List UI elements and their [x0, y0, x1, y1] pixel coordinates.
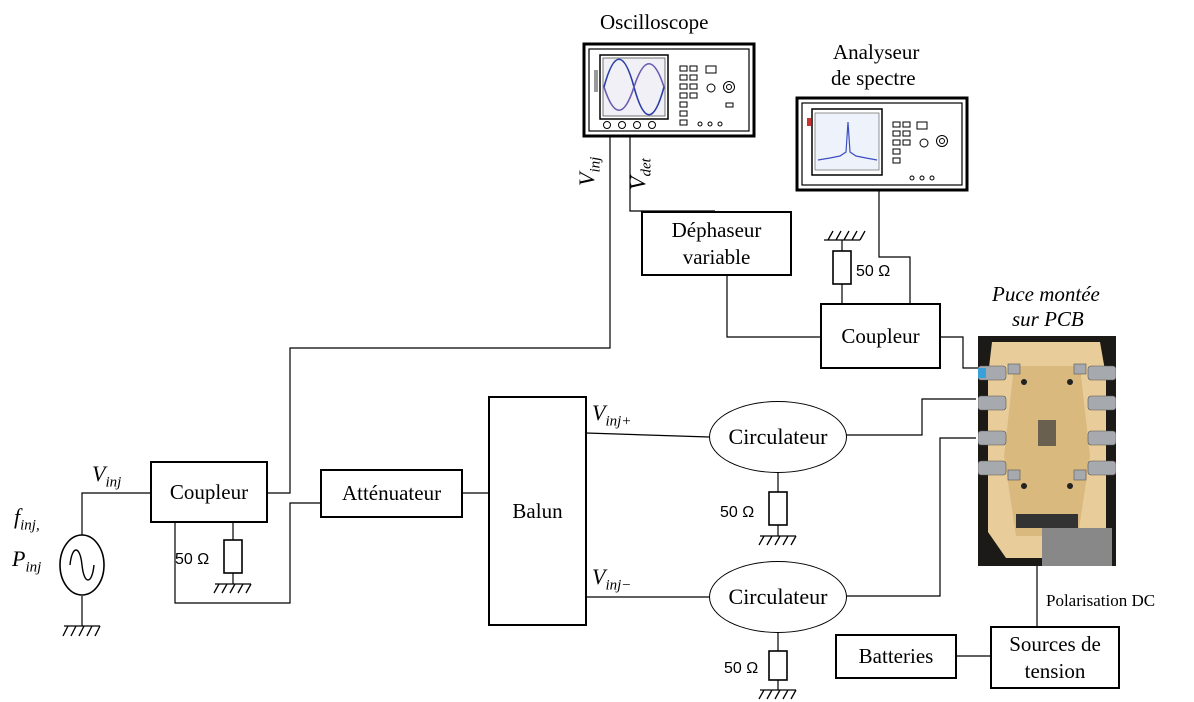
wire-circ-bottom-to-chip — [846, 437, 976, 597]
signal-v-inj-plus-sub: inj+ — [605, 413, 632, 430]
circulator-top-label: Circulateur — [728, 424, 828, 449]
signal-f-inj: finj, — [14, 504, 40, 534]
ground-symbol-r2 — [758, 535, 797, 546]
resistor-r1-label: 50 Ω — [175, 551, 210, 568]
wire-source-to-coupler — [81, 492, 150, 535]
resistor-r2 — [768, 491, 788, 526]
phase-shifter-label-line2: variable — [682, 244, 751, 269]
wire-coupler-to-attenuator — [174, 502, 320, 604]
spectrum-analyzer-instrument — [795, 96, 969, 192]
signal-p-inj-sub: inj — [25, 559, 42, 576]
coupler-left-label: Coupleur — [169, 479, 249, 504]
signal-v-det-osc-sub: det — [638, 158, 655, 177]
batteries-label: Batteries — [858, 644, 934, 669]
signal-v-inj-source: Vinj — [92, 461, 121, 491]
balun-block: Balun — [488, 396, 587, 626]
signal-v-inj-osc-sub: inj — [587, 156, 604, 173]
resistor-r2-label: 50 Ω — [720, 504, 755, 521]
voltage-sources-label-line1: Sources de — [1009, 632, 1101, 657]
signal-v-inj-source-sub: inj — [105, 474, 122, 491]
analyzer-label-line1: Analyseur — [833, 40, 920, 64]
signal-f-inj-sub: inj, — [20, 517, 40, 534]
circulator-bottom-label: Circulateur — [728, 584, 828, 609]
circulator-bottom: Circulateur — [709, 561, 847, 633]
signal-v-inj-minus-base: V — [592, 564, 606, 589]
resistor-r1 — [223, 539, 243, 574]
oscilloscope-label: Oscilloscope — [600, 10, 709, 34]
chip-label-line2: sur PCB — [1012, 307, 1084, 331]
signal-v-inj-minus-sub: inj− — [605, 577, 632, 594]
signal-p-inj: Pinj — [12, 546, 41, 576]
ac-source-symbol — [59, 534, 105, 596]
coupler-top-block: Coupleur — [820, 303, 941, 369]
wire-coupler-to-analyser — [878, 190, 911, 303]
signal-v-inj-osc: Vinj — [574, 157, 604, 186]
resistor-r3-label: 50 Ω — [724, 660, 759, 677]
phase-shifter-block: Déphaseur variable — [641, 211, 792, 276]
signal-v-inj-plus-base: V — [592, 400, 606, 425]
ground-symbol-source — [62, 625, 101, 637]
wire-coupler-to-oscilloscope — [267, 136, 611, 494]
ground-symbol-r1 — [213, 583, 252, 594]
phase-shifter-label-line1: Déphaseur — [671, 218, 762, 243]
balun-label: Balun — [512, 498, 563, 523]
signal-p-inj-base: P — [12, 546, 26, 571]
signal-v-inj-source-base: V — [92, 461, 106, 486]
batteries-block: Batteries — [835, 634, 957, 679]
resistor-r3 — [768, 650, 788, 681]
ground-symbol-r3 — [758, 689, 797, 700]
bias-label: Polarisation DC — [1046, 591, 1156, 610]
signal-v-inj-minus: Vinj− — [592, 564, 631, 594]
wire-phase-shifter-to-coupler — [726, 276, 820, 338]
signal-v-inj-plus: Vinj+ — [592, 400, 631, 430]
ground-symbol-r4 — [824, 230, 866, 241]
coupler-top-label: Coupleur — [841, 323, 920, 348]
voltage-sources-label-line2: tension — [1024, 658, 1086, 683]
attenuator-label: Atténuateur — [341, 481, 442, 506]
wire-coupler-to-chip — [940, 336, 982, 369]
signal-v-det-osc: Vdet — [625, 158, 655, 190]
analyzer-label-line2: de spectre — [831, 66, 916, 90]
oscilloscope-instrument — [582, 42, 756, 138]
signal-v-det-osc-base: V — [625, 176, 650, 190]
chip-pcb-photo — [978, 336, 1116, 566]
signal-v-inj-osc-base: V — [574, 172, 599, 186]
resistor-r4 — [832, 250, 852, 285]
circulator-top: Circulateur — [709, 401, 847, 473]
signal-f-inj-base: f — [14, 504, 21, 529]
wire-balun-to-circ-top — [585, 432, 710, 438]
chip-label-line1: Puce montée — [992, 282, 1100, 306]
voltage-sources-block: Sources de tension — [990, 626, 1120, 689]
attenuator-block: Atténuateur — [320, 469, 463, 518]
coupler-left-block: Coupleur — [150, 461, 268, 523]
wire-circ-top-to-chip — [846, 398, 976, 436]
resistor-r4-label: 50 Ω — [856, 263, 891, 280]
